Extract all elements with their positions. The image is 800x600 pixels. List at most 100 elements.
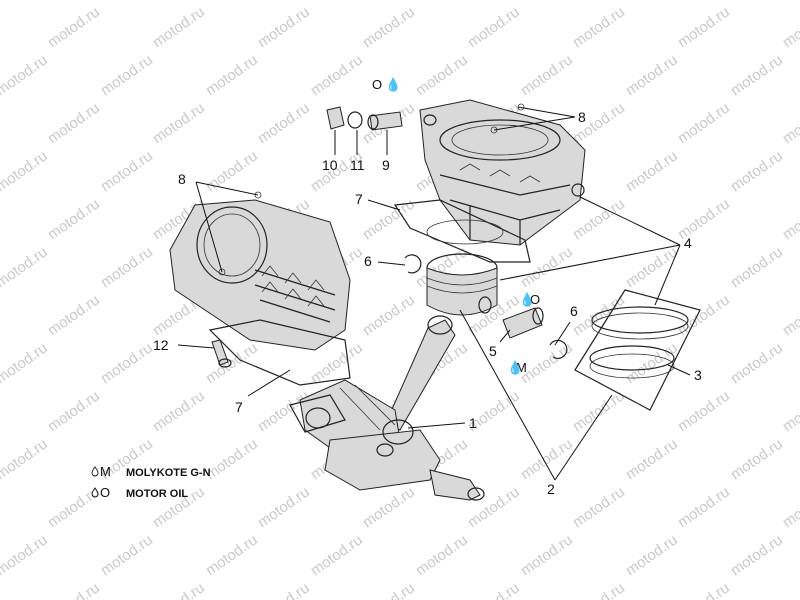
watermark-text: motod.ru [98, 0, 156, 3]
watermark-text: motod.ru [308, 51, 366, 99]
watermark-text: motod.ru [780, 483, 800, 531]
watermark-text: motod.ru [360, 483, 418, 531]
watermark-text: motod.ru [45, 387, 103, 435]
watermark-text: motod.ru [570, 483, 628, 531]
crankshaft-drawing [289, 315, 485, 501]
watermark-text: motod.ru [465, 3, 523, 51]
watermark-text: motod.ru [255, 483, 313, 531]
watermark-text: motod.ru [623, 435, 681, 483]
piston-pin [502, 307, 544, 339]
front-base-gasket [208, 319, 351, 386]
marker-oil-piston: O [530, 292, 540, 307]
watermark-text: motod.ru [0, 147, 51, 195]
watermark-text: motod.ru [0, 243, 51, 291]
watermark-text: motod.ru [45, 99, 103, 147]
watermark-text: motod.ru [360, 291, 418, 339]
watermark-text: motod.ru [728, 531, 786, 579]
stud-bolt [211, 339, 232, 368]
watermark-text: motod.ru [728, 339, 786, 387]
piston-drawing [426, 253, 498, 316]
watermark-text: motod.ru [780, 291, 800, 339]
watermark-text: motod.ru [45, 483, 103, 531]
watermark-text: motod.ru [413, 51, 471, 99]
callout-1: 1 [469, 415, 477, 431]
front-cylinder-drawing [169, 191, 351, 351]
callout-12: 12 [153, 337, 169, 353]
legend-symbol-m: M [100, 464, 111, 479]
watermark-text: motod.ru [150, 579, 208, 600]
watermark-text: motod.ru [45, 579, 103, 600]
piston-rings [574, 289, 701, 411]
watermark-text: motod.ru [518, 531, 576, 579]
watermark-text: motod.ru [780, 3, 800, 51]
watermark-text: motod.ru [623, 147, 681, 195]
watermark-text: motod.ru [150, 99, 208, 147]
oil-plug-assembly [326, 106, 403, 131]
legend-text-molykote: MOLYKOTE G-N [126, 467, 211, 479]
watermark-text: motod.ru [98, 339, 156, 387]
watermark-text: motod.ru [98, 243, 156, 291]
watermark-text: motod.ru [0, 435, 51, 483]
watermark-text: motod.ru [728, 0, 786, 3]
watermark-text: motod.ru [308, 531, 366, 579]
watermark-text: motod.ru [255, 3, 313, 51]
watermark-text: motod.ru [203, 147, 261, 195]
lubrication-markers: O 💧 O 💧 M 💧 [372, 77, 540, 375]
watermark-text: motod.ru [0, 339, 51, 387]
watermark-text: motod.ru [780, 99, 800, 147]
watermark-text: motod.ru [360, 195, 418, 243]
rear-cylinder-drawing [419, 99, 586, 246]
watermark-text: motod.ru [465, 579, 523, 600]
callout-7-bottom: 7 [235, 399, 243, 415]
callout-6-left: 6 [364, 253, 372, 269]
watermark-text: motod.ru [413, 0, 471, 3]
watermark-text: motod.ru [98, 147, 156, 195]
rear-base-gasket [393, 199, 531, 263]
marker-oil-top: O [372, 77, 382, 92]
callout-10: 10 [322, 157, 338, 173]
watermark-text: motod.ru [518, 51, 576, 99]
watermark-text: motod.ru [780, 195, 800, 243]
legend-text-motor-oil: MOTOR OIL [126, 488, 188, 500]
circlip-right [549, 339, 568, 360]
oil-drop-icon: 💧 [507, 360, 523, 375]
watermark-text: motod.ru [255, 579, 313, 600]
callout-11: 11 [350, 157, 365, 173]
watermark-text: motod.ru [255, 99, 313, 147]
callout-6-right: 6 [570, 303, 578, 319]
watermark-text: motod.ru [780, 387, 800, 435]
watermark-text: motod.ru [675, 483, 733, 531]
watermark-text: motod.ru [623, 0, 681, 3]
watermark-text: motod.ru [623, 51, 681, 99]
watermark-text: motod.ru [203, 0, 261, 3]
watermark-text: motod.ru [780, 579, 800, 600]
watermark-text: motod.ru [728, 435, 786, 483]
watermark-text: motod.ru [45, 3, 103, 51]
watermark-text: motod.ru [675, 387, 733, 435]
watermark-text: motod.ru [570, 579, 628, 600]
watermark-text: motod.ru [308, 0, 366, 3]
callout-7-top: 7 [355, 191, 363, 207]
watermark-text: motod.ru [728, 243, 786, 291]
watermark-text: motod.ru [728, 147, 786, 195]
watermark-text: motod.ru [203, 435, 261, 483]
watermark-text: motod.ru [150, 3, 208, 51]
watermark-text: motod.ru [518, 435, 576, 483]
watermark-text: motod.ru [623, 531, 681, 579]
watermark-text: motod.ru [0, 531, 51, 579]
callout-3: 3 [694, 367, 702, 383]
watermark-text: motod.ru [98, 51, 156, 99]
watermark-text: motod.ru [203, 339, 261, 387]
watermark-text: motod.ru [570, 3, 628, 51]
watermark-text: motod.ru [203, 51, 261, 99]
watermark-text: motod.ru [570, 387, 628, 435]
watermark-text: motod.ru [360, 579, 418, 600]
watermark-text: motod.ru [728, 51, 786, 99]
watermark-text: motod.ru [45, 195, 103, 243]
watermark-text: motod.ru [413, 531, 471, 579]
watermark-text: motod.ru [675, 99, 733, 147]
marker-moly-pin: M [516, 360, 527, 375]
oil-drop-icon: 💧 [519, 292, 535, 307]
watermark-text: motod.ru [203, 531, 261, 579]
